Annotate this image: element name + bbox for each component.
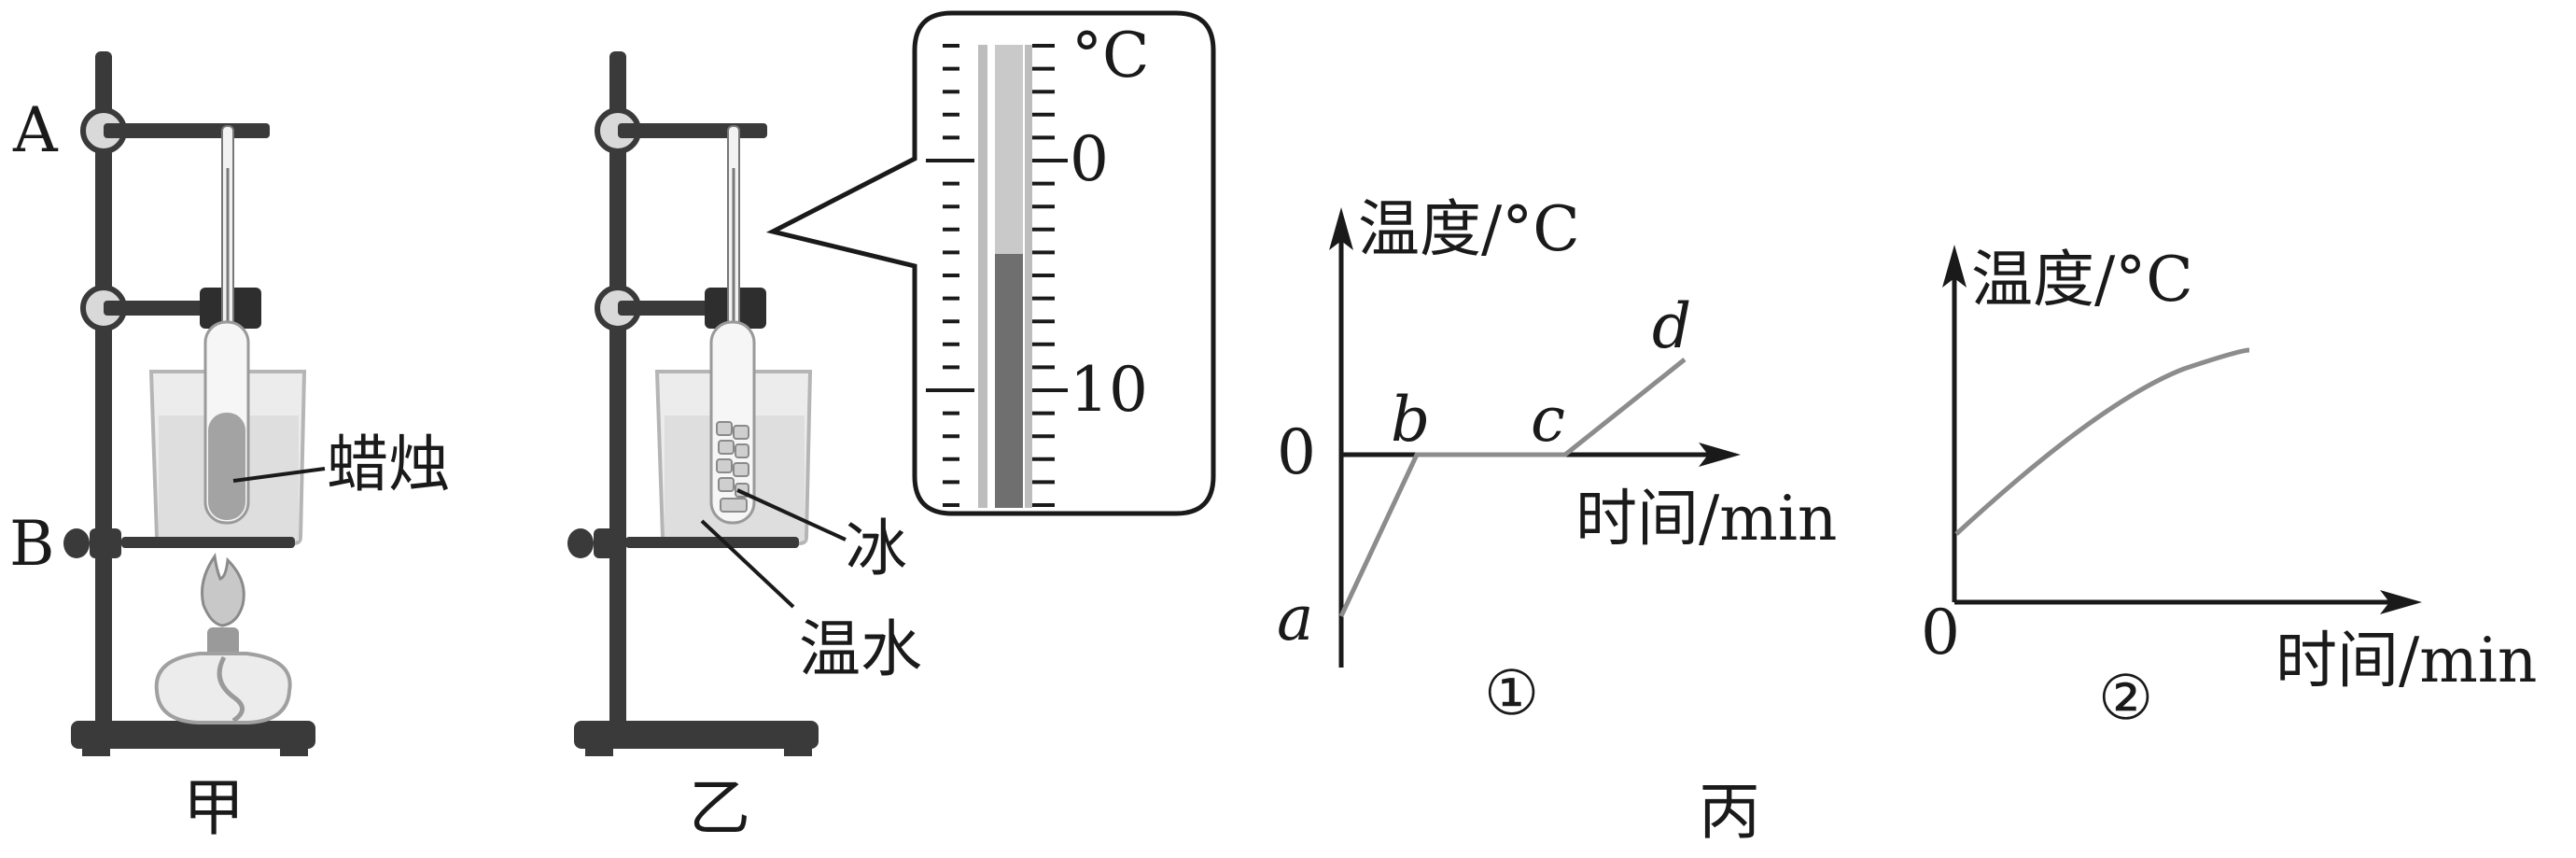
thermometer-zoom-callout [765, 10, 1216, 516]
point-c-label: c [1531, 384, 1565, 456]
clamp-label-a: A [12, 94, 59, 166]
graph-2: 温度/°C 时间/min 0 ② [1921, 244, 2537, 734]
y-axis-label: 温度/°C [1971, 244, 2193, 316]
clamp-mid-arm [618, 301, 721, 316]
zoom-tube-right [1025, 45, 1032, 508]
clamp-b-screw [63, 528, 90, 558]
stand-foot-right [280, 745, 308, 756]
stand-rod [609, 51, 626, 742]
zoom-tick-0: 0 [1070, 123, 1109, 195]
ice-label: 冰 [846, 513, 907, 584]
clamp-mid-arm [104, 301, 216, 316]
clamp-top-arm [618, 123, 767, 138]
warm-water-label: 温水 [799, 613, 922, 685]
origin-label: 0 [1921, 597, 1960, 668]
stand-foot-left [585, 745, 613, 756]
candle-label: 蜡烛 [327, 429, 450, 500]
clamp-boss [594, 528, 625, 558]
x-axis-arrow [2380, 590, 2422, 614]
graph-2-number: ② [2098, 662, 2153, 734]
zoom-scale [926, 44, 1068, 507]
heating-curve [1954, 347, 2250, 536]
stand-base [71, 721, 315, 749]
gauze-ring [625, 537, 799, 548]
stand-foot-right [784, 745, 812, 756]
y-axis-arrow [1942, 245, 1967, 288]
candle-leader-line [232, 467, 326, 483]
gauze-ring [121, 537, 295, 548]
x-axis-label: 时间/min [2275, 625, 2537, 696]
lamp-neck [207, 627, 239, 657]
point-d-label: d [1652, 290, 1691, 362]
zoom-liquid-column [995, 254, 1023, 508]
caption-yi: 乙 [689, 772, 750, 844]
candle-wax [208, 413, 245, 520]
melting-curve [1338, 358, 1687, 618]
clamp-a-arm [104, 123, 270, 138]
stand-base [574, 721, 819, 749]
ice-pieces [716, 421, 749, 513]
ice-leader-line [736, 488, 847, 542]
y-axis-arrow [1329, 207, 1353, 250]
y-axis-label: 温度/°C [1358, 193, 1580, 265]
water-leader-line [700, 519, 795, 609]
apparatus-jia: A B 蜡烛 甲 [9, 51, 450, 844]
point-b-label: b [1391, 384, 1430, 456]
clamp-b-boss [90, 528, 121, 558]
clamp-screw [567, 528, 594, 558]
origin-label: 0 [1277, 416, 1316, 488]
lamp-wick [217, 655, 245, 724]
x-axis-arrow [1699, 443, 1741, 467]
graph-1-number: ① [1484, 657, 1539, 729]
stand-foot-left [82, 745, 110, 756]
graph-1: 温度/°C 时间/min 0 a b c d ① [1277, 193, 1837, 729]
caption-jia: 甲 [183, 772, 245, 844]
stand-rod [95, 51, 112, 742]
zoom-unit: °C [1071, 20, 1150, 91]
flame-icon [201, 552, 245, 627]
zoom-tick-10: 10 [1070, 354, 1148, 426]
zoom-tube-left [978, 45, 987, 508]
clamp-label-b: B [9, 508, 55, 580]
x-axis-label: 时间/min [1575, 483, 1837, 555]
point-a-label: a [1277, 583, 1313, 654]
caption-bing: 丙 [1699, 776, 1760, 848]
apparatus-yi: 冰 温水 乙 °C 0 10 [567, 10, 1216, 844]
